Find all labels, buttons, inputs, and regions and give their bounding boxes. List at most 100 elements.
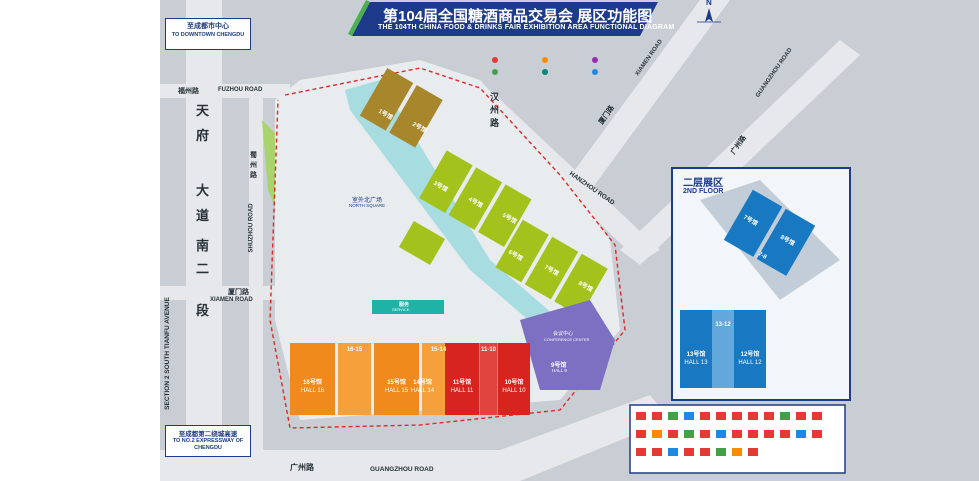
corridor-label-16-15: 16-15 bbox=[346, 347, 363, 353]
sign-downtown: 至成都市中心 TO DOWNTOWN CHENGDU bbox=[165, 18, 251, 50]
legend-dot-green bbox=[492, 69, 498, 75]
sign-expressway: 至成都第二绕城高速 TO NO.2 EXPRESSWAY OF CHENGDU bbox=[165, 425, 251, 457]
road-xiamen bbox=[160, 286, 280, 300]
compass bbox=[697, 8, 721, 23]
hall-6 bbox=[495, 219, 549, 283]
area-north-square-en: NORTH SQUARE bbox=[349, 203, 386, 208]
hall-2 bbox=[389, 85, 443, 148]
tianfu-char: 道 bbox=[196, 208, 210, 223]
second-floor-halls-78 bbox=[723, 189, 816, 276]
tianfu-char: 二 bbox=[196, 261, 210, 276]
area-center-en: CONFERENCE CENTER bbox=[544, 337, 590, 342]
legend-icon-23 bbox=[732, 448, 742, 456]
hall-10 bbox=[498, 343, 530, 415]
second-floor-hall-12 bbox=[734, 310, 766, 388]
legend-icon-26 bbox=[780, 412, 790, 420]
conference-center bbox=[520, 300, 615, 390]
hall-group-green-2 bbox=[495, 219, 608, 317]
legend-icon-24 bbox=[748, 448, 758, 456]
legend-icon-17 bbox=[636, 448, 646, 456]
legend-icon-19 bbox=[668, 448, 678, 456]
hall-label-15: 15号馆 bbox=[387, 380, 406, 386]
legend-icon-11 bbox=[668, 430, 678, 438]
hall-group-green bbox=[419, 150, 532, 247]
legend-icon-12 bbox=[684, 430, 694, 438]
road-label-guangzhou-en: GUANGZHOU ROAD bbox=[370, 466, 434, 473]
second-floor-hall-8 bbox=[756, 208, 816, 276]
legend-icon-22 bbox=[716, 448, 726, 456]
hall-label-11: 11号馆 bbox=[452, 380, 472, 386]
title-accent bbox=[348, 0, 370, 36]
corridor-11-10 bbox=[480, 343, 497, 415]
hall-11 bbox=[445, 343, 479, 415]
teal-walkway bbox=[345, 80, 560, 330]
legend-icon-20 bbox=[684, 448, 694, 456]
area-north-square-cn: 室外北广场 bbox=[352, 198, 383, 204]
road-label-guangzhou-cn: 广州路 bbox=[290, 463, 314, 472]
area-hall9-cn: 9号馆 bbox=[551, 363, 567, 369]
area-service-en: SERVICE bbox=[392, 307, 410, 312]
tianfu-char: 天 bbox=[196, 103, 210, 118]
legend-icon-27 bbox=[796, 412, 806, 420]
tianfu-char: 段 bbox=[196, 303, 210, 318]
corridor-label-11-10: 11-10 bbox=[480, 347, 496, 353]
sign-expressway-en: TO NO.2 EXPRESSWAY OF CHENGDU bbox=[172, 438, 244, 451]
road-label-shuzhou-cn: 蜀州路 bbox=[250, 152, 257, 179]
legend-icon-9 bbox=[636, 430, 646, 438]
legend-icon-30 bbox=[780, 430, 790, 438]
hall-group-brown bbox=[359, 68, 443, 148]
hall-label-10: 10号馆 bbox=[504, 380, 524, 386]
road-label-hanzhou-cn: 汉州路 bbox=[490, 92, 500, 128]
second-floor-title-en: 2ND FLOOR bbox=[683, 188, 724, 195]
hall-label-14-en: HALL 14 bbox=[410, 388, 435, 394]
legend-icon-31 bbox=[796, 430, 806, 438]
hall-label-16: 16号馆 bbox=[303, 380, 322, 386]
hall-label-10-en: HALL 10 bbox=[502, 388, 526, 394]
legend-dot-purple bbox=[592, 57, 598, 63]
sign-downtown-cn: 至成都市中心 bbox=[187, 23, 229, 30]
legend-icon-7 bbox=[732, 412, 742, 420]
legend-icon-8 bbox=[748, 412, 758, 420]
area-center-cn: 会议中心 bbox=[553, 331, 574, 337]
hall-5 bbox=[478, 184, 532, 247]
legend-icon-2 bbox=[652, 412, 662, 420]
second-floor-label-12-en: HALL 12 bbox=[738, 360, 762, 366]
road-label-shuzhou-en: SHUZHOU ROAD bbox=[248, 203, 255, 253]
legend-icon-28 bbox=[812, 412, 822, 420]
legend-icon-1 bbox=[636, 412, 646, 420]
second-floor-hall-13 bbox=[680, 310, 712, 388]
road-label-xiamen-en: XIAMEN ROAD bbox=[210, 297, 253, 303]
sign-expressway-cn: 至成都第二绕城高速 bbox=[178, 431, 238, 438]
road-label-fuzhou-en: FUZHOU ROAD bbox=[218, 87, 263, 93]
north-square-kiosk bbox=[398, 221, 446, 265]
road-tianfu bbox=[186, 0, 222, 481]
corridor-label-15-14: 15-14 bbox=[430, 347, 447, 353]
second-floor-corridor-1312: 13-12 bbox=[715, 322, 731, 328]
road-guangzhou bbox=[160, 395, 670, 481]
road-shuzhou bbox=[249, 90, 263, 481]
second-floor-corridor-1312 bbox=[712, 310, 734, 388]
road-label-xiamen-cn: 厦门路 bbox=[228, 289, 249, 296]
hall-label-16-en: HALL 16 bbox=[300, 388, 325, 394]
legend-dot-red bbox=[492, 57, 498, 63]
legend-icon-14 bbox=[716, 430, 726, 438]
legend-icon-32 bbox=[812, 430, 822, 438]
hall-label-15-en: HALL 15 bbox=[384, 388, 409, 394]
road-label-fuzhou-cn: 福州路 bbox=[178, 88, 199, 95]
second-floor-hall-7 bbox=[723, 189, 783, 257]
hall-4 bbox=[448, 167, 503, 230]
legend-icon-21 bbox=[700, 448, 710, 456]
tianfu-char: 大 bbox=[196, 183, 210, 198]
legend-icon-13 bbox=[700, 430, 710, 438]
road-xiamen-ne bbox=[560, 0, 730, 205]
legend-icon-15 bbox=[732, 430, 742, 438]
road-label-tianfu-en: SECTION 2 SOUTH TIANFU AVENUE bbox=[163, 297, 171, 410]
compass-label: N bbox=[706, 0, 712, 7]
tianfu-char: 府 bbox=[196, 128, 210, 143]
hall-7 bbox=[524, 236, 579, 300]
corridor-16-15 bbox=[338, 343, 371, 415]
second-floor-label-12: 12号馆 bbox=[740, 352, 760, 358]
left-margin bbox=[0, 0, 160, 481]
